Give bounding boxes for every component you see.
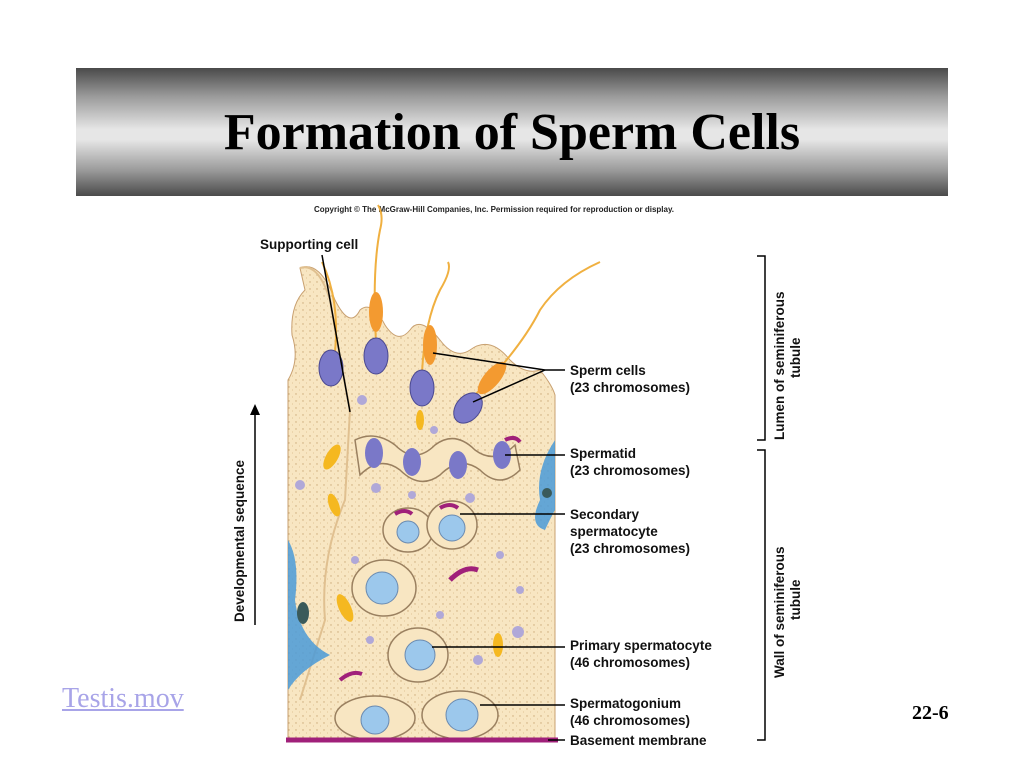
developmental-arrow: [250, 404, 260, 625]
primary-spermatocyte-group: [351, 559, 449, 683]
label-wall-line1: Wall of seminiferous: [772, 546, 787, 678]
label-primary-chromosomes: (46 chromosomes): [570, 655, 690, 670]
label-spermatogonium-chromosomes: (46 chromosomes): [570, 713, 690, 728]
label-secondary-line1: Secondary: [570, 507, 640, 522]
title-bar: Formation of Sperm Cells: [76, 68, 948, 196]
slide-title: Formation of Sperm Cells: [223, 103, 801, 161]
label-primary-spermatocyte: Primary spermatocyte: [570, 638, 712, 653]
secondary-spermatocyte-group: [382, 500, 478, 553]
left-interstitial-cell: [288, 540, 330, 690]
slide-number: 22-6: [912, 702, 949, 724]
label-spermatogonium: Spermatogonium: [570, 696, 681, 711]
label-secondary-line2: spermatocyte: [570, 524, 658, 539]
lumen-bracket: [757, 255, 766, 441]
label-wall-line2: tubule: [788, 579, 803, 620]
label-lumen-line2: tubule: [788, 337, 803, 378]
right-interstitial-cell: [535, 440, 555, 530]
label-spermatid-chromosomes: (23 chromosomes): [570, 463, 690, 478]
label-developmental-sequence: Developmental sequence: [232, 459, 247, 622]
spermatogonium-group: [334, 690, 499, 741]
spermatid-group: [354, 435, 522, 483]
copyright-notice: Copyright © The McGraw-Hill Companies, I…: [314, 205, 675, 214]
wall-bracket: [757, 449, 766, 741]
label-lumen-line1: Lumen of seminiferous: [772, 291, 787, 440]
organelles: [295, 395, 524, 682]
leader-lines: [321, 254, 565, 741]
label-secondary-chromosomes: (23 chromosomes): [570, 541, 690, 556]
label-spermatid: Spermatid: [570, 446, 636, 461]
label-supporting-cell: Supporting cell: [260, 237, 358, 252]
label-sperm-cells-chromosomes: (23 chromosomes): [570, 380, 690, 395]
label-sperm-cells: Sperm cells: [570, 363, 646, 378]
testis-video-link[interactable]: Testis.mov: [62, 683, 184, 714]
label-basement-membrane: Basement membrane: [570, 733, 707, 748]
